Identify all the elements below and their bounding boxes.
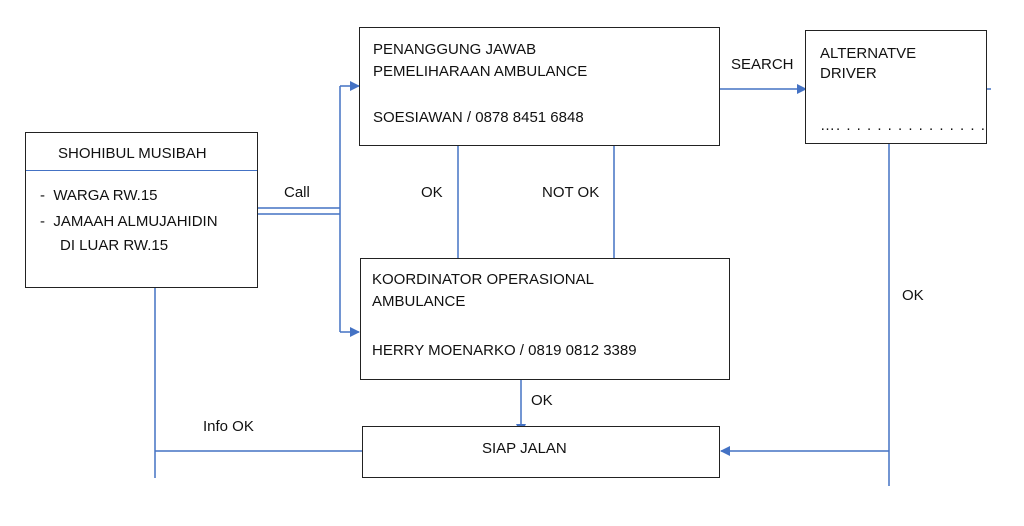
ok-alternative-label: OK xyxy=(902,287,924,304)
koordinator-contact: HERRY MOENARKO / 0819 0812 3389 xyxy=(372,342,637,359)
koordinator-title-line2: AMBULANCE xyxy=(372,293,466,310)
alternative-contact: …. . . . . . . . . . . . . . . xyxy=(820,117,986,134)
shohibul-item-jamaah: - JAMAAH ALMUJAHIDIN xyxy=(40,213,218,230)
shohibul-item-jamaah-cont: DI LUAR RW.15 xyxy=(60,237,169,254)
shohibul-musibah-box xyxy=(25,132,258,288)
penanggung-contact: SOESIAWAN / 0878 8451 6848 xyxy=(373,109,584,126)
penanggung-jawab-box xyxy=(359,27,720,146)
call-label: Call xyxy=(284,184,310,201)
ok-down-label: OK xyxy=(421,184,443,201)
shohibul-title: SHOHIBUL MUSIBAH xyxy=(58,145,207,162)
koordinator-title-line1: KOORDINATOR OPERASIONAL xyxy=(372,271,594,288)
search-label: SEARCH xyxy=(731,56,794,73)
not-ok-label: NOT OK xyxy=(542,184,600,201)
alternative-title-line2: DRIVER xyxy=(820,65,877,82)
shohibul-divider xyxy=(26,170,257,171)
ok-bottom-label: OK xyxy=(531,392,553,409)
alternative-title-line1: ALTERNATVE xyxy=(820,45,917,62)
info-ok-label: Info OK xyxy=(203,418,254,435)
alternative-driver-box xyxy=(805,30,987,144)
shohibul-item-warga: - WARGA RW.15 xyxy=(40,187,158,204)
penanggung-title-line1: PENANGGUNG JAWAB xyxy=(373,41,537,58)
penanggung-title-line2: PEMELIHARAAN AMBULANCE xyxy=(373,63,588,80)
siap-jalan-box xyxy=(362,426,720,478)
siap-jalan-title: SIAP JALAN xyxy=(482,440,567,457)
koordinator-box xyxy=(360,258,730,380)
